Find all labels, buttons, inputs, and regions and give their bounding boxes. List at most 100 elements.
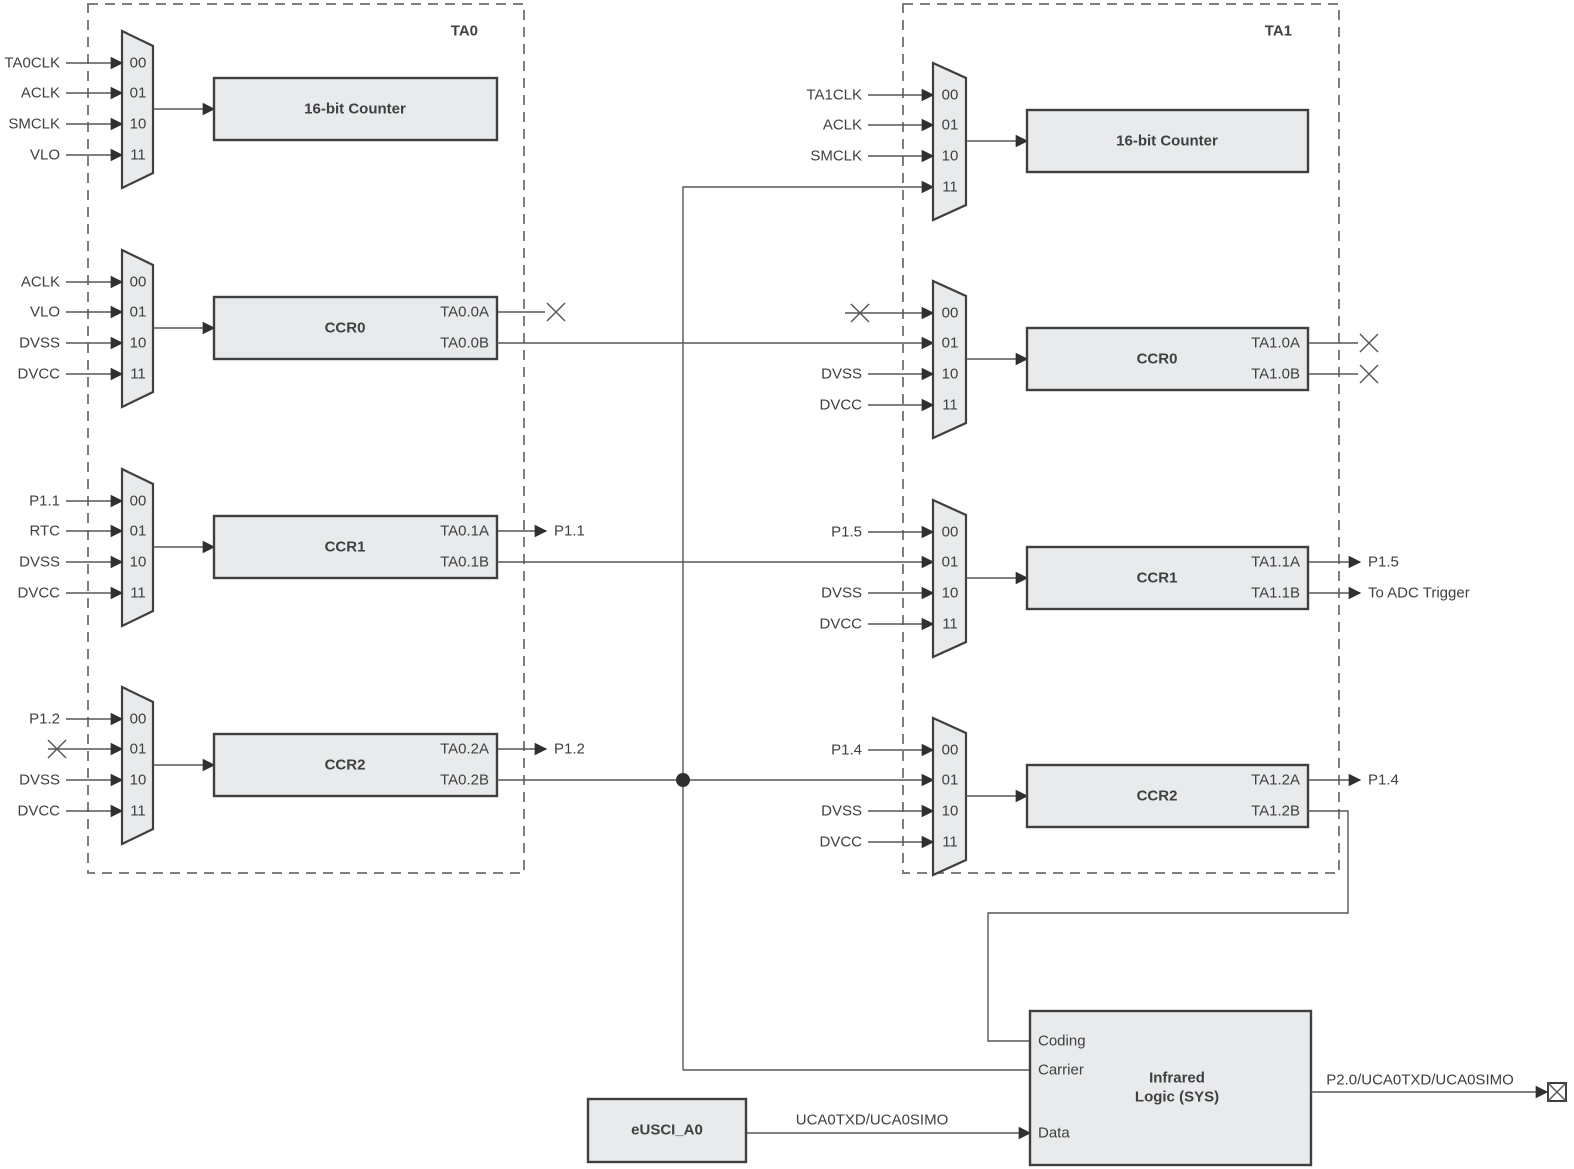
signal-label-smclk: SMCLK (810, 148, 862, 165)
mux-code: 11 (130, 803, 146, 820)
mux-code: 10 (130, 554, 147, 571)
junction-dot (676, 773, 690, 787)
ta1-ccr1-title: CCR1 (1137, 570, 1178, 587)
signal-label-dvss: DVSS (821, 366, 862, 383)
mux-code: 01 (942, 335, 959, 352)
signal-label-ta0clk: TA0CLK (4, 55, 60, 72)
ir-input-coding-label: Coding (1038, 1033, 1086, 1050)
signal-label-dvcc: DVCC (819, 397, 862, 414)
signal-label-aclk: ACLK (21, 85, 60, 102)
mux-code: 00 (942, 742, 959, 759)
ta1-module: TA1 00 01 10 11 TA1CLK ACLK SMCLK 16-bit… (806, 3, 1470, 877)
ta1-ccr0-title: CCR0 (1137, 351, 1178, 368)
mux-code: 01 (130, 523, 147, 540)
ta0-ccr0-out-a-label: TA0.0A (440, 304, 489, 321)
signal-label-dvss: DVSS (19, 554, 60, 571)
not-connected-x-icon (47, 739, 67, 759)
mux-code: 11 (942, 834, 958, 851)
mux-code: 10 (942, 148, 959, 165)
signal-label-smclk: SMCLK (8, 116, 60, 133)
ir-title-line1: Infrared (1149, 1070, 1205, 1087)
ta0-counter-label: 16-bit Counter (304, 101, 406, 118)
mux-code: 00 (130, 493, 147, 510)
ta0-ccr0-out-b-label: TA0.0B (440, 335, 489, 352)
wire-ta02b-to-ta1-clock-mux (682, 180, 935, 1070)
io-pad-icon (1547, 1082, 1567, 1102)
ta0-ccr2-box (212, 732, 499, 798)
ta0-ccr2-mux-shape (120, 685, 155, 846)
signal-label-dvcc: DVCC (17, 585, 60, 602)
ta1-ccr0-out-a-label: TA1.0A (1251, 335, 1300, 352)
mux-code: 00 (942, 87, 959, 104)
signal-label-aclk: ACLK (21, 274, 60, 291)
ta0-ccr1-out-a-dest: P1.1 (554, 523, 585, 540)
ta0-ccr1-mux-shape (120, 467, 155, 628)
ta1-ccr2-out-b-label: TA1.2B (1251, 803, 1300, 820)
ta1-ccr1-mux-shape (931, 498, 968, 659)
infrared-logic-box (1028, 1009, 1313, 1167)
ir-output-label: P2.0/UCA0TXD/UCA0SIMO (1326, 1072, 1514, 1089)
not-connected-x-icon (1359, 364, 1379, 384)
ta0-counter-box (212, 76, 499, 142)
ta0-ccr2-wires (48, 712, 548, 818)
signal-label-vlo: VLO (30, 147, 60, 164)
mux-code: 00 (942, 305, 959, 322)
ta1-ccr1-out-a-label: TA1.1A (1251, 554, 1300, 571)
mux-code: 00 (130, 55, 147, 72)
ta0-ccr1-wires (66, 494, 548, 600)
data-wire-label: UCA0TXD/UCA0SIMO (796, 1112, 949, 1129)
not-connected-x-icon (1359, 333, 1379, 353)
mux-code: 11 (942, 397, 958, 414)
mux-code: 01 (130, 304, 147, 321)
ta1-title: TA1 (1265, 23, 1292, 40)
mux-code: 01 (130, 741, 147, 758)
ta1-clock-mux-shape (931, 61, 968, 222)
ir-title-line2: Logic (SYS) (1135, 1089, 1219, 1106)
ta0-ccr2-out-b-label: TA0.2B (440, 772, 489, 789)
ta1-ccr1-out-b-label: TA1.1B (1251, 585, 1300, 602)
ta1-ccr0-unit: 00 01 10 11 DVSS DVCC CCR0 TA1.0A TA1.0B (819, 279, 1379, 440)
signal-label-dvcc: DVCC (17, 803, 60, 820)
ta0-ccr0-title: CCR0 (325, 320, 366, 337)
ta1-dashed-boundary (902, 3, 1340, 874)
ta1-ccr0-box (1025, 326, 1310, 392)
mux-code: 00 (942, 524, 959, 541)
ta0-ccr0-unit: 00 01 10 11 ACLK VLO DVSS DVCC CCR0 TA0.… (17, 248, 566, 409)
ta1-ccr1-wires (868, 525, 1362, 631)
mux-code: 10 (130, 772, 147, 789)
ta1-ccr2-wires (868, 743, 1362, 849)
ta0-ccr0-mux-shape (120, 248, 155, 409)
signal-label-dvss: DVSS (19, 772, 60, 789)
ta0-ccr0-box (212, 295, 499, 361)
not-connected-x-icon (850, 303, 870, 323)
ta0-ccr1-out-a-label: TA0.1A (440, 523, 489, 540)
ta0-clock-mux-shape (120, 29, 155, 190)
ta0-title: TA0 (451, 23, 478, 40)
signal-label-dvcc: DVCC (17, 366, 60, 383)
signal-label-p12: P1.2 (29, 711, 60, 728)
signal-label-dvcc: DVCC (819, 834, 862, 851)
mux-code: 01 (942, 554, 959, 571)
signal-label-aclk: ACLK (823, 117, 862, 134)
ta0-ccr0-wires (66, 275, 545, 381)
ta1-clock-mux: 00 01 10 11 TA1CLK ACLK SMCLK (806, 61, 1029, 222)
mux-code: 11 (130, 147, 146, 164)
ta1-ccr0-mux-shape (931, 279, 968, 440)
ta1-counter-box (1025, 108, 1310, 174)
mux-code: 01 (942, 117, 959, 134)
ta1-clock-mux-wires (868, 88, 1029, 163)
ta0-ccr1-box (212, 514, 499, 580)
ir-input-data-label: Data (1038, 1125, 1070, 1142)
ta0-ccr2-out-a-label: TA0.2A (440, 741, 489, 758)
mux-code: 00 (130, 711, 147, 728)
signal-label-dvss: DVSS (821, 585, 862, 602)
ta0-clock-mux: 00 01 10 11 TA0CLK ACLK SMCLK VLO (4, 29, 216, 190)
eusci-a0-box (586, 1097, 748, 1164)
ta1-ccr2-mux-shape (931, 716, 968, 877)
mux-code: 10 (130, 335, 147, 352)
mux-code: 10 (942, 585, 959, 602)
mux-code: 10 (942, 366, 959, 383)
ta0-ccr1-unit: 00 01 10 11 P1.1 RTC DVSS DVCC CCR1 TA0.… (17, 467, 585, 628)
ta0-clock-mux-wires (66, 56, 216, 162)
